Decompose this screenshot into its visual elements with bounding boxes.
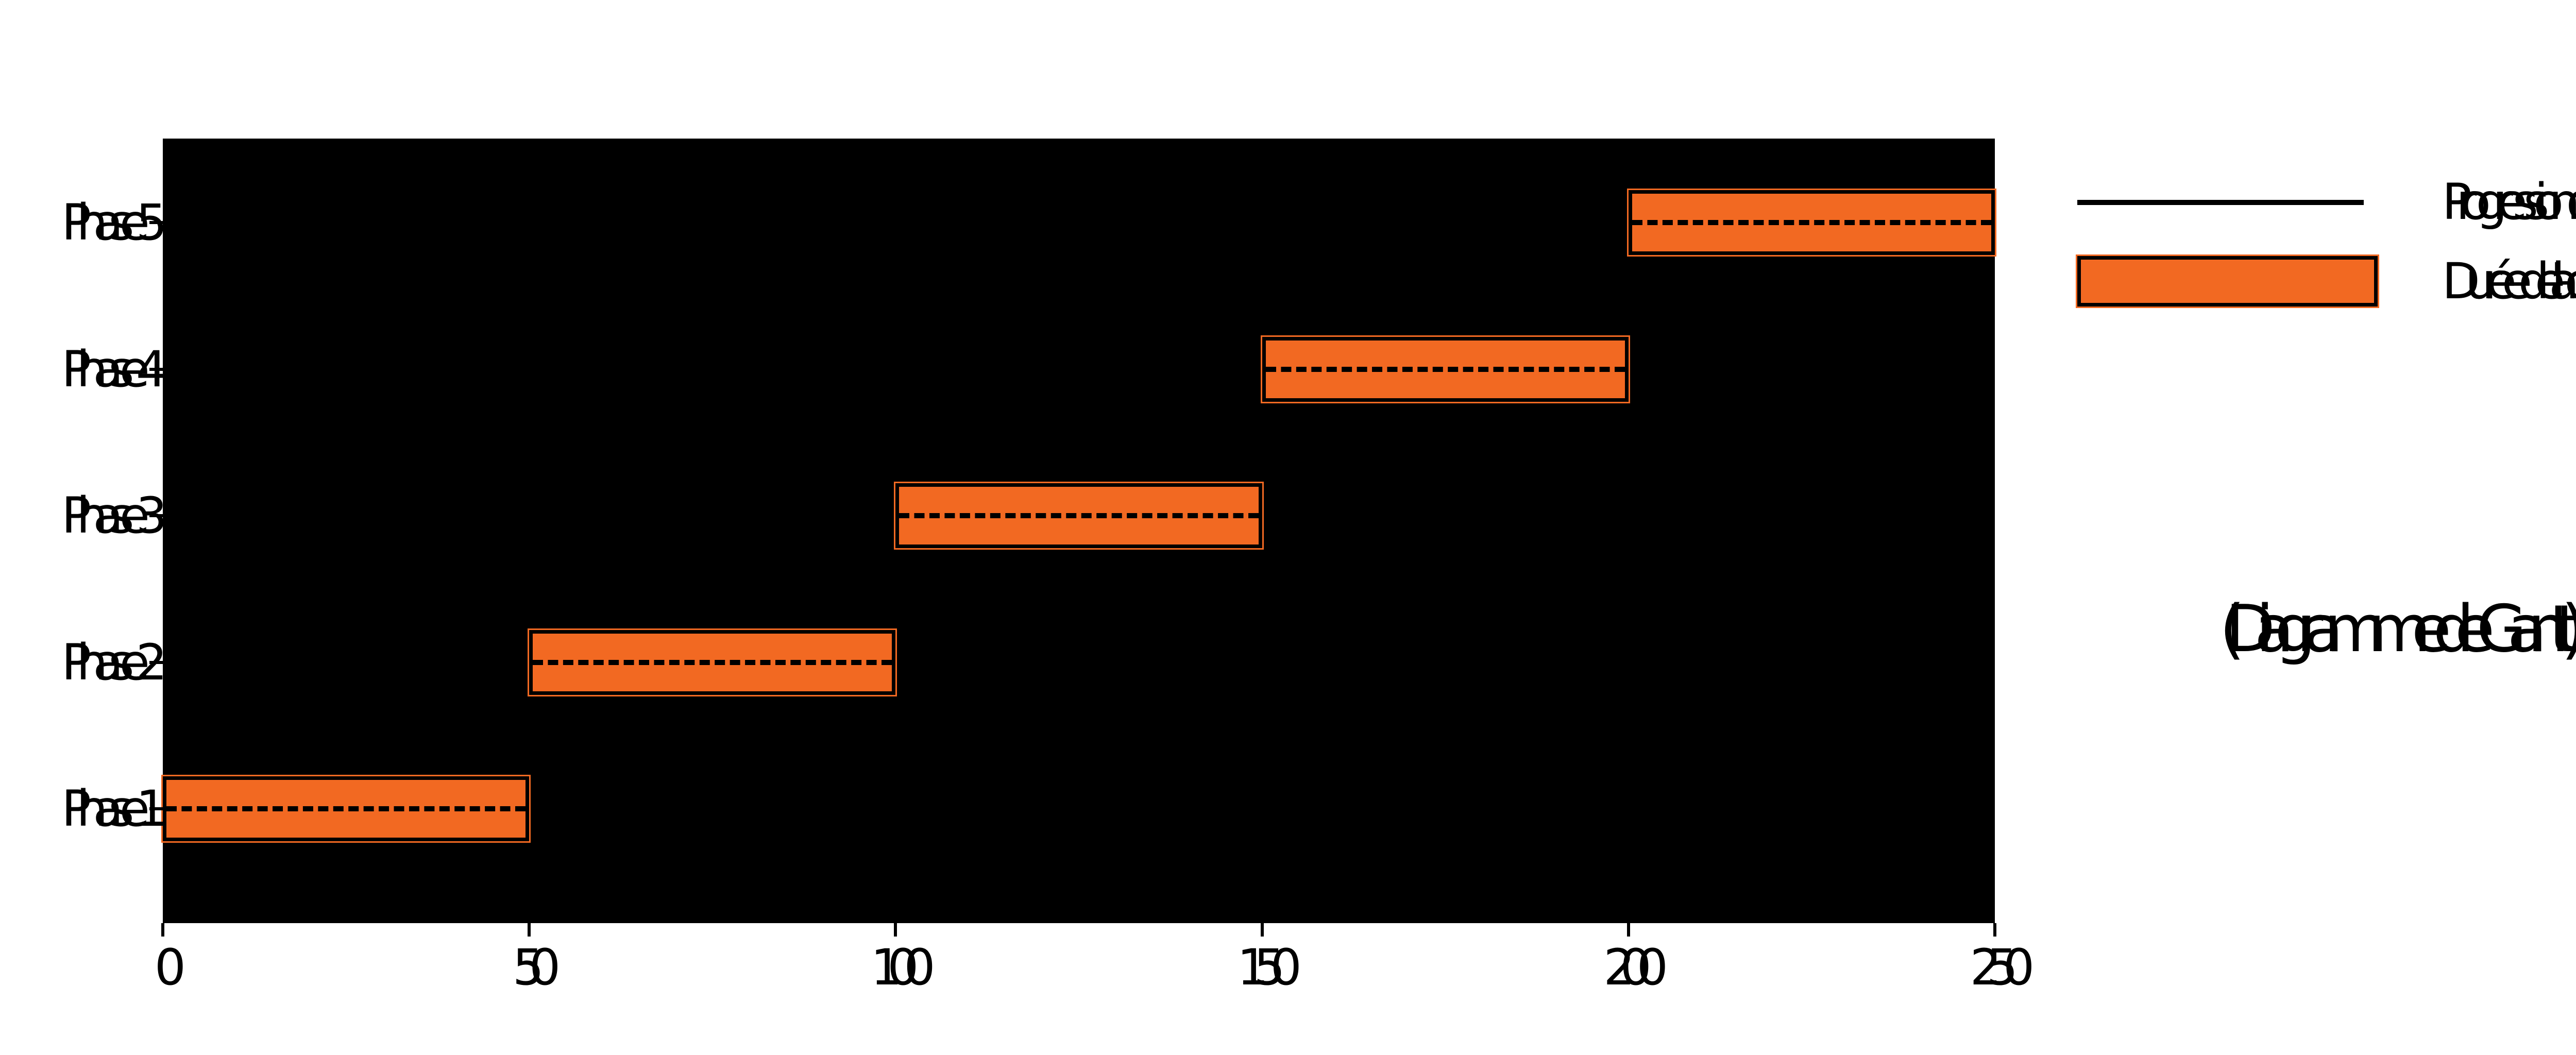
x-tick-mark	[1260, 923, 1264, 937]
y-axis-label-phase-5: Phase 5	[61, 194, 167, 251]
x-tick-mark	[1626, 923, 1630, 937]
x-axis-tick-label-100: 100	[870, 939, 936, 996]
x-tick-mark	[1993, 923, 1996, 937]
gantt-bar-phase-4	[1260, 335, 1630, 403]
gantt-bar-phase-2	[528, 628, 897, 696]
x-axis-tick-label-200: 200	[1603, 939, 1668, 996]
y-tick-mark	[149, 514, 163, 517]
y-tick-mark	[149, 807, 163, 810]
y-axis-label-phase-4: Phase 4	[61, 340, 167, 398]
bar-progress-dashed-line	[899, 513, 1259, 518]
gantt-bar-phase-1	[161, 775, 531, 843]
gantt-bar-phase-5	[1626, 189, 1996, 257]
legend-line-marker	[2077, 200, 2364, 205]
bar-progress-dashed-line	[533, 659, 892, 665]
legend-box-swatch	[2076, 254, 2379, 308]
bar-progress-dashed-line	[1632, 220, 1991, 225]
y-axis-label-phase-2: Phase 2	[61, 633, 167, 691]
y-tick-mark	[149, 660, 163, 664]
x-tick-mark	[528, 923, 531, 937]
legend-box-label: Durée de l'activité	[2442, 252, 2576, 310]
bar-progress-dashed-line	[166, 806, 526, 811]
x-axis-tick-label-250: 250	[1970, 939, 2035, 996]
gantt-bar-phase-3	[894, 482, 1264, 550]
x-axis-tick-label-0: 0	[154, 939, 186, 996]
y-tick-mark	[149, 367, 163, 371]
x-tick-mark	[894, 923, 897, 937]
y-axis-label-phase-3: Phase 3	[61, 487, 167, 544]
y-axis-label-phase-1: Phase 1	[61, 780, 167, 838]
x-axis-tick-label-150: 150	[1237, 939, 1302, 996]
chart-annotation: (Diagramme de Gantt)	[2219, 591, 2576, 667]
y-tick-mark	[149, 221, 163, 224]
bar-progress-dashed-line	[1265, 366, 1625, 372]
x-axis-tick-label-50: 50	[512, 939, 561, 996]
x-tick-mark	[161, 923, 164, 937]
plot-area	[161, 139, 1996, 923]
legend-line-label: Progression du plan	[2442, 173, 2576, 231]
